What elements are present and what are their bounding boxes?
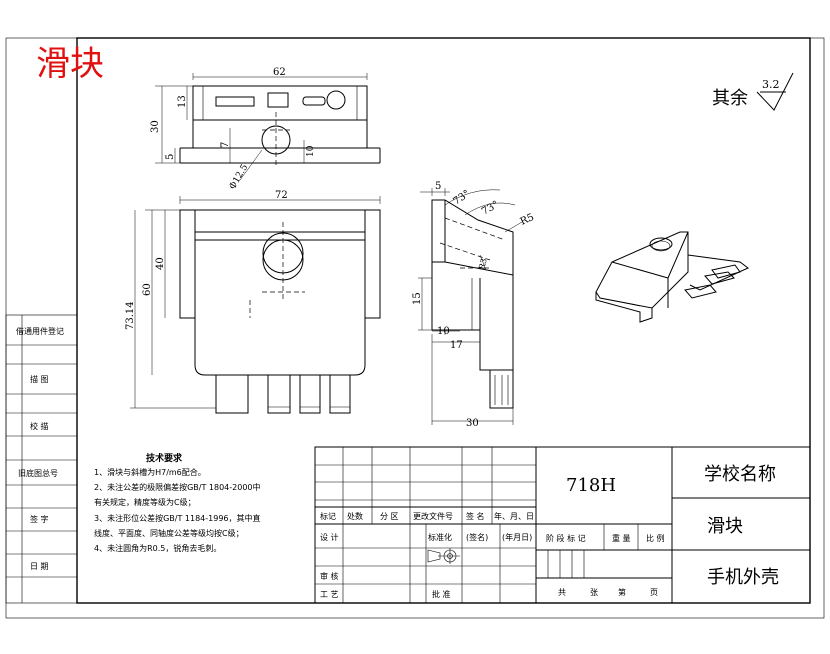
dim-top-h30: 30 [150, 120, 161, 133]
stage-header-2: 重 量 [612, 533, 631, 543]
tech-line-4: 3、未注形位公差按GB/T 1184-1996，其中直 [94, 513, 261, 523]
dim-side-30: 30 [466, 418, 479, 429]
side-label-3: 校 描 [30, 421, 49, 431]
sheet-label-2: 张 [590, 588, 598, 597]
dim-side-5: 5 [435, 181, 441, 192]
dim-front-width: 72 [275, 190, 288, 201]
side-view: 5 73° 73° R5 R3 15 10 17 30 [412, 181, 536, 429]
roughness-value: 3.2 [762, 78, 780, 91]
rev-header-1: 标记 [320, 511, 336, 521]
product-name: 手机外壳 [707, 567, 779, 588]
rev-header-5: 签 名 [466, 511, 485, 521]
side-label-4: 旧底图总号 [18, 468, 58, 478]
dim-side-10: 10 [437, 326, 450, 337]
dim-top-h13: 13 [177, 95, 188, 108]
dim-front-h73: 73.14 [125, 301, 136, 330]
sheet-label-1: 共 [558, 588, 566, 597]
dim-side-73a: 73° [451, 188, 472, 207]
dim-side-17: 17 [450, 340, 463, 351]
tech-heading: 技术要求 [146, 452, 183, 464]
title-block: 标记 处数 分 区 更改文件号 签 名 年、月、日 设 计 标准化 (签名) (… [314, 446, 811, 604]
side-label-1: 借通用件登记 [16, 326, 64, 336]
dim-side-r3: R3 [477, 257, 489, 270]
side-label-2: 描 图 [30, 374, 49, 384]
dim-side-r5: R5 [519, 212, 536, 228]
stage-header-1: 阶 段 标 记 [546, 533, 586, 543]
dim-top-h5: 5 [165, 154, 176, 160]
dim-side-15: 15 [412, 292, 423, 305]
label-sign: (签名) [466, 532, 488, 542]
side-label-5: 签 字 [30, 514, 49, 524]
label-review: 审 核 [320, 571, 339, 581]
front-view: 72 40 60 73.14 [125, 190, 381, 414]
rev-header-2: 处数 [347, 511, 363, 521]
tech-line-1: 1、滑块与斜槽为H7/m6配合。 [94, 467, 206, 477]
top-view: 62 13 30 7 5 10 Φ12.5 [150, 67, 381, 192]
label-process: 工 艺 [320, 590, 339, 599]
roughness-label: 其余 [712, 88, 748, 109]
tech-line-3: 有关规定，精度等级为C级； [94, 497, 196, 507]
tech-line-6: 4、未注圆角为R0.5，锐角去毛刺。 [94, 543, 221, 553]
dim-top-phi: Φ12.5 [228, 163, 251, 192]
dim-top-width: 62 [273, 67, 286, 78]
label-standard: 标准化 [428, 532, 452, 542]
tech-line-5: 线度、平面度、同轴度公差等级均按C级； [94, 528, 244, 538]
rev-header-6: 年、月、日 [494, 511, 534, 521]
school-name: 学校名称 [704, 464, 776, 485]
dim-front-h40: 40 [155, 257, 166, 270]
stage-header-3: 比 例 [646, 533, 665, 543]
sheet-label-4: 页 [650, 588, 658, 597]
label-date: (年月日) [502, 532, 532, 542]
rev-header-3: 分 区 [380, 512, 399, 521]
part-number: 718H [566, 475, 616, 496]
label-approve: 批 准 [432, 589, 451, 599]
dim-front-h60: 60 [142, 283, 153, 296]
dim-side-73b: 73° [480, 199, 501, 217]
sheet-label-3: 第 [618, 587, 626, 597]
side-label-6: 日 期 [30, 562, 49, 571]
part-name: 滑块 [707, 516, 743, 537]
technical-requirements: 技术要求 1、滑块与斜槽为H7/m6配合。 2、未注公差的极限偏差按GB/T 1… [94, 452, 261, 553]
label-design: 设 计 [320, 532, 339, 542]
left-side-strip: 借通用件登记 描 图 校 描 旧底图总号 签 字 日 期 [5, 314, 78, 604]
isometric-view [595, 231, 749, 323]
title-large: 滑块 [36, 44, 104, 84]
rev-header-4: 更改文件号 [413, 511, 453, 521]
roughness-symbol: 其余 3.2 [712, 72, 794, 111]
dim-top-d10: 10 [306, 145, 316, 157]
dim-top-h7: 7 [220, 142, 231, 148]
tech-line-2: 2、未注公差的极限偏差按GB/T 1804-2000中 [94, 482, 261, 492]
